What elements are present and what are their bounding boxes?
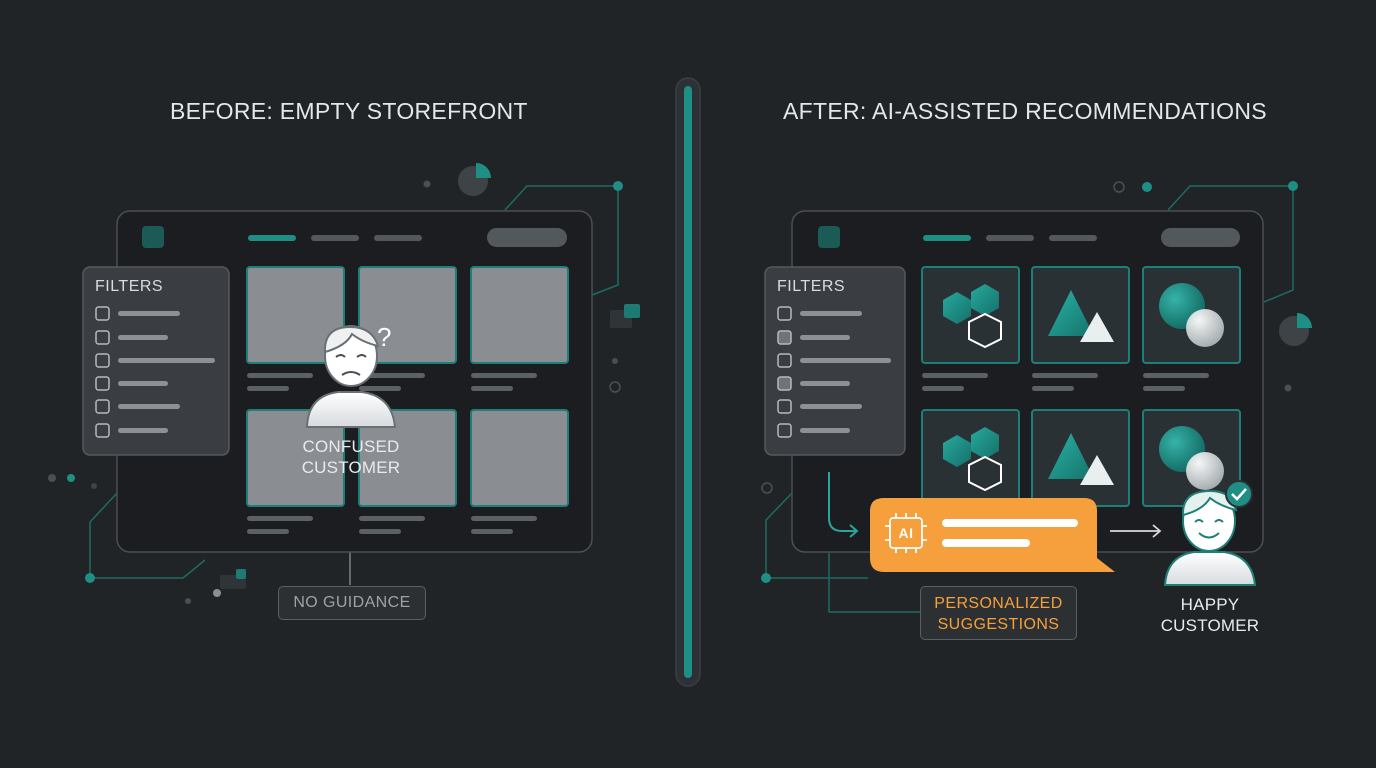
recommended-product-card[interactable] (1142, 266, 1241, 391)
personalized-suggestions-callout: PERSONALIZED SUGGESTIONS (920, 586, 1077, 640)
before-heading: BEFORE: EMPTY STOREFRONT (170, 98, 528, 124)
before-product-grid (246, 266, 569, 534)
empty-product-card[interactable] (470, 266, 569, 391)
empty-product-card[interactable] (246, 266, 345, 391)
before-filters-title: FILTERS (95, 278, 164, 295)
ai-badge-text: AI (898, 525, 914, 541)
recommended-product-card[interactable] (921, 409, 1020, 507)
filter-checkbox[interactable] (777, 353, 891, 368)
to-customer-arrow (1110, 524, 1162, 538)
filter-checkbox[interactable] (777, 423, 850, 438)
left-dots (48, 180, 623, 604)
filter-checkbox[interactable] (777, 306, 862, 321)
filter-checkbox[interactable] (95, 306, 180, 321)
empty-product-card[interactable] (358, 409, 457, 534)
empty-product-card[interactable] (470, 409, 569, 534)
recommended-product-card[interactable] (921, 266, 1020, 391)
after-filters-title: FILTERS (777, 278, 846, 295)
triangle-icon (1048, 290, 1114, 342)
circle-icon (1159, 426, 1224, 490)
after-product-grid (921, 266, 1241, 507)
recommended-product-card[interactable] (1142, 409, 1241, 507)
triangle-icon (1048, 433, 1114, 485)
filter-checkbox[interactable] (95, 353, 215, 368)
filter-checkbox[interactable] (95, 376, 168, 391)
filter-checkbox[interactable] (95, 330, 168, 345)
filter-checkbox[interactable] (777, 330, 850, 345)
confused-person-icon (305, 325, 397, 428)
empty-product-card[interactable] (246, 409, 345, 534)
happy-person-icon (1163, 489, 1257, 586)
filter-checkbox[interactable] (95, 423, 168, 438)
check-badge-icon (1225, 480, 1253, 508)
hexagon-icon (943, 427, 1002, 492)
confused-customer-label: CONFUSED CUSTOMER (301, 437, 401, 477)
flow-arrow (828, 472, 859, 538)
pie-chart-icon (458, 163, 491, 196)
center-divider (675, 77, 701, 687)
ai-chip-icon (885, 513, 927, 553)
filter-checkbox[interactable] (777, 376, 850, 391)
filter-checkbox[interactable] (777, 399, 862, 414)
empty-product-card[interactable] (358, 266, 457, 391)
recommended-product-card[interactable] (1031, 266, 1130, 391)
before-filters-panel (82, 266, 230, 456)
after-heading: AFTER: AI-ASSISTED RECOMMENDATIONS (783, 98, 1267, 124)
hexagon-icon (943, 284, 1002, 349)
no-guidance-callout: NO GUIDANCE (278, 586, 426, 620)
left-deco-squares (220, 304, 640, 589)
circle-icon (1159, 283, 1224, 347)
filter-checkbox[interactable] (95, 399, 180, 414)
right-dots (761, 181, 1298, 583)
ai-suggestion-bubble[interactable] (870, 498, 1115, 572)
recommended-product-card[interactable] (1031, 409, 1130, 507)
after-filters-panel (764, 266, 906, 456)
happy-customer-label: HAPPY CUSTOMER (1160, 595, 1260, 635)
pie-chart-icon (1279, 313, 1312, 346)
question-mark-icon: ? (377, 322, 391, 352)
